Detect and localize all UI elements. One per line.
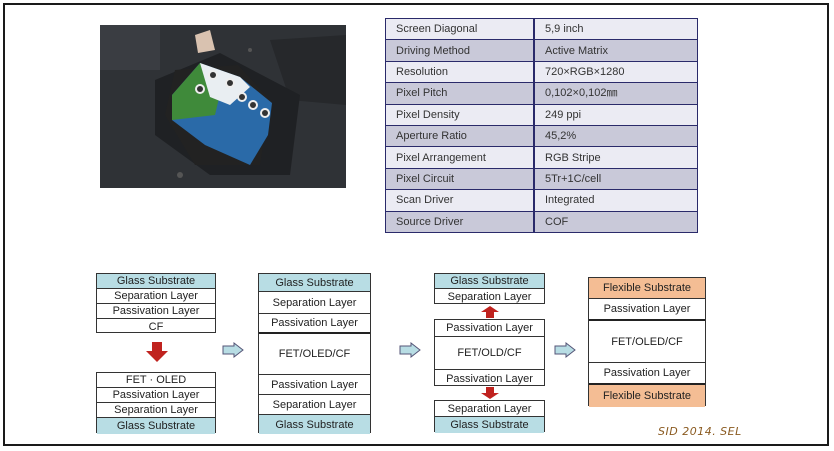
right-arrow-icon: [399, 342, 421, 358]
spec-label: Pixel Circuit: [385, 167, 535, 191]
spec-label: Pixel Arrangement: [385, 146, 535, 169]
spec-value: 249 ppi: [534, 103, 698, 126]
layer: Passivation Layer: [259, 314, 370, 334]
spec-label: Aperture Ratio: [385, 124, 535, 148]
spec-value: 5,9 inch: [534, 17, 698, 41]
layer: Flexible Substrate: [589, 278, 705, 299]
layer: Separation Layer: [97, 403, 215, 418]
spec-value: 0,102×0,102㎜: [534, 82, 698, 105]
layer: Passivation Layer: [589, 299, 705, 321]
layer: Passivation Layer: [97, 388, 215, 403]
layer: Glass Substrate: [259, 415, 370, 434]
down-arrow-icon: [146, 342, 168, 362]
spec-value: 720×RGB×1280: [534, 60, 698, 84]
spec-label: Source Driver: [385, 210, 535, 233]
layer: Glass Substrate: [435, 417, 544, 433]
up-arrow-icon: [481, 306, 499, 318]
spec-label: Driving Method: [385, 39, 535, 62]
spec-value: Active Matrix: [534, 39, 698, 62]
flexible-display-photo: [100, 25, 346, 188]
spec-label: Resolution: [385, 60, 535, 84]
down-arrow-icon: [481, 387, 499, 399]
spec-value: 45,2%: [534, 124, 698, 148]
spec-value: 5Tr+1C/cell: [534, 167, 698, 191]
layer: Passivation Layer: [97, 304, 215, 319]
spec-label: Screen Diagonal: [385, 17, 535, 41]
right-arrow-icon: [222, 342, 244, 358]
layer: Separation Layer: [259, 292, 370, 314]
spec-value: RGB Stripe: [534, 146, 698, 169]
right-arrow-icon: [554, 342, 576, 358]
source-credit: SID 2014. SEL: [658, 425, 742, 438]
layer: FET/OLED/CF: [589, 321, 705, 363]
layer: Separation Layer: [259, 395, 370, 415]
spec-label: Pixel Density: [385, 103, 535, 126]
page-frame: [3, 3, 829, 446]
layer: Glass Substrate: [97, 274, 215, 289]
layer: Passivation Layer: [259, 375, 370, 395]
layer: Glass Substrate: [97, 418, 215, 434]
layer: FET/OLD/CF: [435, 337, 544, 370]
layer: Passivation Layer: [435, 320, 544, 337]
layer: Passivation Layer: [446, 372, 533, 385]
spec-label: Scan Driver: [385, 189, 535, 212]
layer: CF: [148, 320, 164, 333]
layer: Separation Layer: [435, 401, 544, 417]
layer: Flexible Substrate: [589, 385, 705, 407]
spec-value: COF: [534, 210, 698, 233]
spec-value: Integrated: [534, 189, 698, 212]
layer: Separation Layer: [447, 291, 532, 303]
layer: FET · OLED: [97, 373, 215, 388]
layer: Glass Substrate: [259, 274, 370, 292]
layer: Separation Layer: [97, 289, 215, 304]
spec-label: Pixel Pitch: [385, 82, 535, 105]
layer: FET/OLED/CF: [259, 334, 370, 375]
layer: Passivation Layer: [589, 363, 705, 385]
layer: Glass Substrate: [435, 274, 544, 289]
